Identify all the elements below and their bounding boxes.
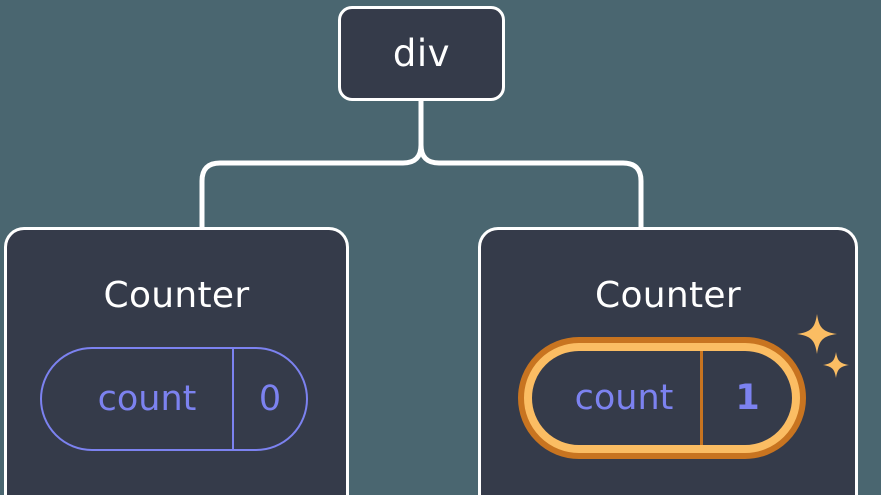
state-pill-right[interactable]: count 1 [518, 337, 806, 459]
node-counter-left-label: Counter [103, 275, 250, 316]
state-pill-right-inner-ring [524, 343, 800, 453]
node-div[interactable]: div [338, 6, 505, 101]
node-div-label: div [392, 32, 451, 75]
state-pill-left-value: 0 [258, 378, 282, 419]
state-pill-right-key: count [574, 377, 674, 418]
edge-to-left-counter [199, 98, 424, 230]
state-pill-right-divider [700, 351, 703, 445]
state-pill-left-key: count [97, 378, 197, 419]
state-pill-right-value: 1 [735, 377, 760, 418]
state-pill-right-outer-ring [518, 337, 806, 459]
edge-to-right-counter [418, 98, 644, 230]
node-counter-right-label: Counter [595, 275, 741, 316]
state-pill-right-content: count 1 [532, 351, 792, 445]
state-pill-left-divider [232, 349, 234, 449]
state-pill-left[interactable]: count 0 [40, 347, 308, 451]
